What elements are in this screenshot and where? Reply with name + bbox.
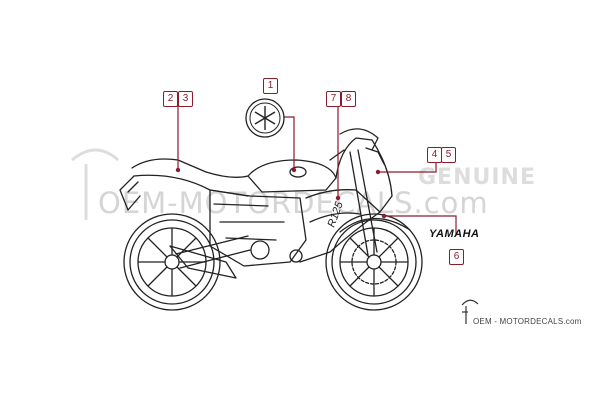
footer-website: OEM - MOTORDECALS.com <box>473 317 582 326</box>
rear-wheel <box>123 213 221 311</box>
watermark-genuine: GENUINE <box>418 165 536 190</box>
callout-7: 7 <box>326 91 341 107</box>
leader-lines <box>177 104 457 236</box>
callout-2: 2 <box>163 91 178 107</box>
bird-logo-icon <box>461 299 479 324</box>
tank-emblem-icon <box>245 98 285 138</box>
callout-3: 3 <box>178 91 193 107</box>
callout-5: 5 <box>441 147 456 163</box>
brand-decal-label: YAMAHA <box>429 228 480 240</box>
callout-8: 8 <box>341 91 356 107</box>
callout-4: 4 <box>427 147 442 163</box>
callout-6: 6 <box>449 249 464 265</box>
callout-1: 1 <box>263 78 278 94</box>
watermark-bird-icon <box>71 148 120 220</box>
leader-dots <box>175 167 387 219</box>
front-wheel <box>325 213 423 311</box>
